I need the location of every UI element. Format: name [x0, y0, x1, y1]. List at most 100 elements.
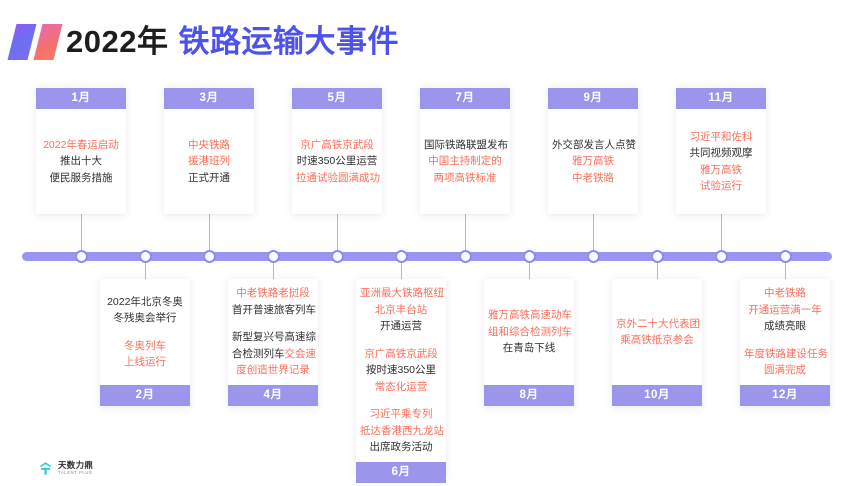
event-text-block: 冬奥列车上线运行	[104, 338, 186, 371]
event-card-2月[interactable]: 2022年北京冬奥冬残奥会举行冬奥列车上线运行 2月	[100, 279, 190, 406]
event-line: 援港班列	[188, 155, 230, 168]
timeline-stem-7月	[465, 214, 466, 250]
event-line: 中央铁路	[188, 138, 230, 151]
event-line: 年度铁路建设任务	[744, 347, 828, 360]
timeline-dot-7月[interactable]	[458, 250, 472, 263]
event-card-8月[interactable]: 雅万高铁高速动车组和综合检测列车在青岛下线 8月	[484, 279, 574, 406]
event-line: 共同视频观摩	[689, 147, 753, 159]
title-main: 铁路运输大事件	[178, 24, 399, 59]
event-line: 外交部发言人点赞	[552, 138, 636, 151]
event-card-body-11月: 习近平和佐科共同视频观摩雅万高铁试验运行	[676, 109, 766, 214]
timeline-stem-12月	[785, 263, 786, 279]
event-card-7月[interactable]: 7月国际铁路联盟发布中国主持制定的两项高铁标准	[420, 88, 510, 214]
event-card-1月[interactable]: 1月 2022年春运启动推出十大便民服务措施	[36, 88, 126, 214]
event-text-block: 外交部发言人点赞雅万高铁中老铁路	[552, 137, 636, 187]
timeline-dot-10月[interactable]	[650, 250, 664, 263]
timeline-dot-11月[interactable]	[714, 250, 728, 263]
month-badge-4月: 4月	[228, 385, 318, 406]
event-card-6月[interactable]: 亚洲最大铁路枢纽北京丰台站开通运营京广高铁京武段按时速350公里常态化运营习近平…	[356, 279, 446, 483]
event-card-9月[interactable]: 9月外交部发言人点赞雅万高铁中老铁路	[548, 88, 638, 214]
event-card-body-6月: 亚洲最大铁路枢纽北京丰台站开通运营京广高铁京武段按时速350公里常态化运营习近平…	[356, 279, 446, 462]
event-card-body-4月: 中老铁路老挝段首开普速旅客列车新型复兴号高速综合检测列车交会速度创造世界记录	[228, 279, 318, 385]
event-line: 新型复兴号高速综	[232, 331, 316, 344]
event-line: 度创造世界记录	[236, 364, 310, 377]
event-text-block: 习近平乘专列抵达香港西九龙站出席政务活动	[360, 406, 444, 456]
event-line: 北京丰台站	[374, 303, 428, 316]
timeline-dot-12月[interactable]	[778, 250, 792, 263]
timeline-stem-5月	[337, 214, 338, 250]
event-line: 京广高铁京武段	[300, 138, 374, 151]
event-line: 亚洲最大铁路枢纽	[360, 287, 444, 299]
event-text-block: 京广高铁京武段按时速350公里常态化运营	[360, 346, 442, 396]
timeline-dot-2月[interactable]	[138, 250, 152, 263]
event-line: 时速350公里运营	[296, 155, 378, 168]
timeline-dot-8月[interactable]	[522, 250, 536, 263]
timeline-stem-2月	[145, 263, 146, 279]
timeline-stem-8月	[529, 263, 530, 279]
timeline-stem-4月	[273, 263, 274, 279]
event-text-block: 中老铁路老挝段首开普速旅客列车	[232, 285, 316, 318]
month-badge-5月: 5月	[292, 88, 382, 109]
event-line: 习近平乘专列	[369, 408, 433, 420]
event-line: 冬奥列车	[124, 339, 166, 352]
event-card-5月[interactable]: 5月京广高铁京武段时速350公里运营拉通试验圆满成功	[292, 88, 382, 214]
event-line: 按时速350公里	[365, 364, 437, 376]
watermark-cn: 天数力鼎	[58, 460, 94, 471]
event-card-body-12月: 中老铁路开通运营满一年成绩亮眼年度铁路建设任务圆满完成	[740, 279, 830, 385]
watermark-logo: 天数力鼎 TALENT PLUS	[38, 461, 93, 476]
event-card-body-10月: 京外二十大代表团乘高铁抵京参会	[612, 279, 702, 385]
event-line: 乘高铁抵京参会	[620, 334, 694, 346]
event-card-body-8月: 雅万高铁高速动车组和综合检测列车在青岛下线	[484, 279, 574, 385]
timeline-dot-3月[interactable]	[202, 250, 216, 263]
event-line: 中老铁路	[764, 287, 806, 300]
timeline-stem-1月	[81, 214, 82, 250]
brand-logo-mark	[7, 24, 64, 60]
event-line: 推出十大	[60, 155, 102, 168]
month-badge-2月: 2月	[100, 385, 190, 406]
event-card-11月[interactable]: 11月习近平和佐科共同视频观摩雅万高铁试验运行	[676, 88, 766, 214]
event-text-block: 中央铁路援港班列正式开通	[168, 137, 250, 187]
month-badge-7月: 7月	[420, 88, 510, 109]
event-text-block: 年度铁路建设任务圆满完成	[744, 346, 828, 379]
event-text-block: 2022年春运启动推出十大便民服务措施	[40, 137, 122, 187]
event-line: 开通运营	[380, 320, 422, 332]
month-badge-8月: 8月	[484, 385, 574, 406]
event-line: 中老铁路老挝段	[236, 287, 310, 300]
event-text-block: 京广高铁京武段时速350公里运营拉通试验圆满成功	[296, 137, 380, 187]
event-line: 中国主持制定的	[428, 155, 502, 168]
event-line: 京外二十大代表团	[616, 317, 700, 330]
timeline-axis	[22, 252, 832, 261]
event-text-block: 习近平和佐科共同视频观摩雅万高铁试验运行	[680, 129, 762, 195]
timeline-stem-6月	[401, 263, 402, 279]
event-text-block: 中老铁路开通运营满一年成绩亮眼	[744, 285, 826, 335]
month-badge-12月: 12月	[740, 385, 830, 406]
timeline-dot-9月[interactable]	[586, 250, 600, 263]
event-line: 习近平和佐科	[689, 130, 753, 143]
event-line: 中老铁路	[572, 171, 614, 184]
timeline-dot-6月[interactable]	[394, 250, 408, 263]
event-line: 2022年北京冬奥	[107, 295, 183, 308]
event-line: 2022年春运启动	[43, 138, 119, 151]
month-badge-1月: 1月	[36, 88, 126, 109]
event-text-block: 雅万高铁高速动车组和综合检测列车在青岛下线	[488, 307, 572, 357]
event-card-body-3月: 中央铁路援港班列正式开通	[164, 109, 254, 214]
event-line: 开通运营满一年	[748, 303, 822, 316]
event-card-body-1月: 2022年春运启动推出十大便民服务措施	[36, 109, 126, 214]
event-line: 出席政务活动	[369, 441, 433, 453]
event-line: 合检测列车交会速	[232, 346, 316, 363]
timeline-dot-5月[interactable]	[330, 250, 344, 263]
event-line: 组和综合检测列车	[488, 325, 572, 338]
event-text-block: 2022年北京冬奥冬残奥会举行	[104, 294, 186, 327]
event-line: 雅万高铁	[700, 163, 742, 176]
timeline-dot-4月[interactable]	[266, 250, 280, 263]
event-card-3月[interactable]: 3月中央铁路援港班列正式开通	[164, 88, 254, 214]
timeline-dot-1月[interactable]	[74, 250, 88, 263]
month-badge-9月: 9月	[548, 88, 638, 109]
watermark-en: TALENT PLUS	[58, 470, 93, 476]
event-line: 两项高铁标准	[433, 171, 497, 184]
month-badge-6月: 6月	[356, 461, 446, 483]
timeline-stem-9月	[593, 214, 594, 250]
